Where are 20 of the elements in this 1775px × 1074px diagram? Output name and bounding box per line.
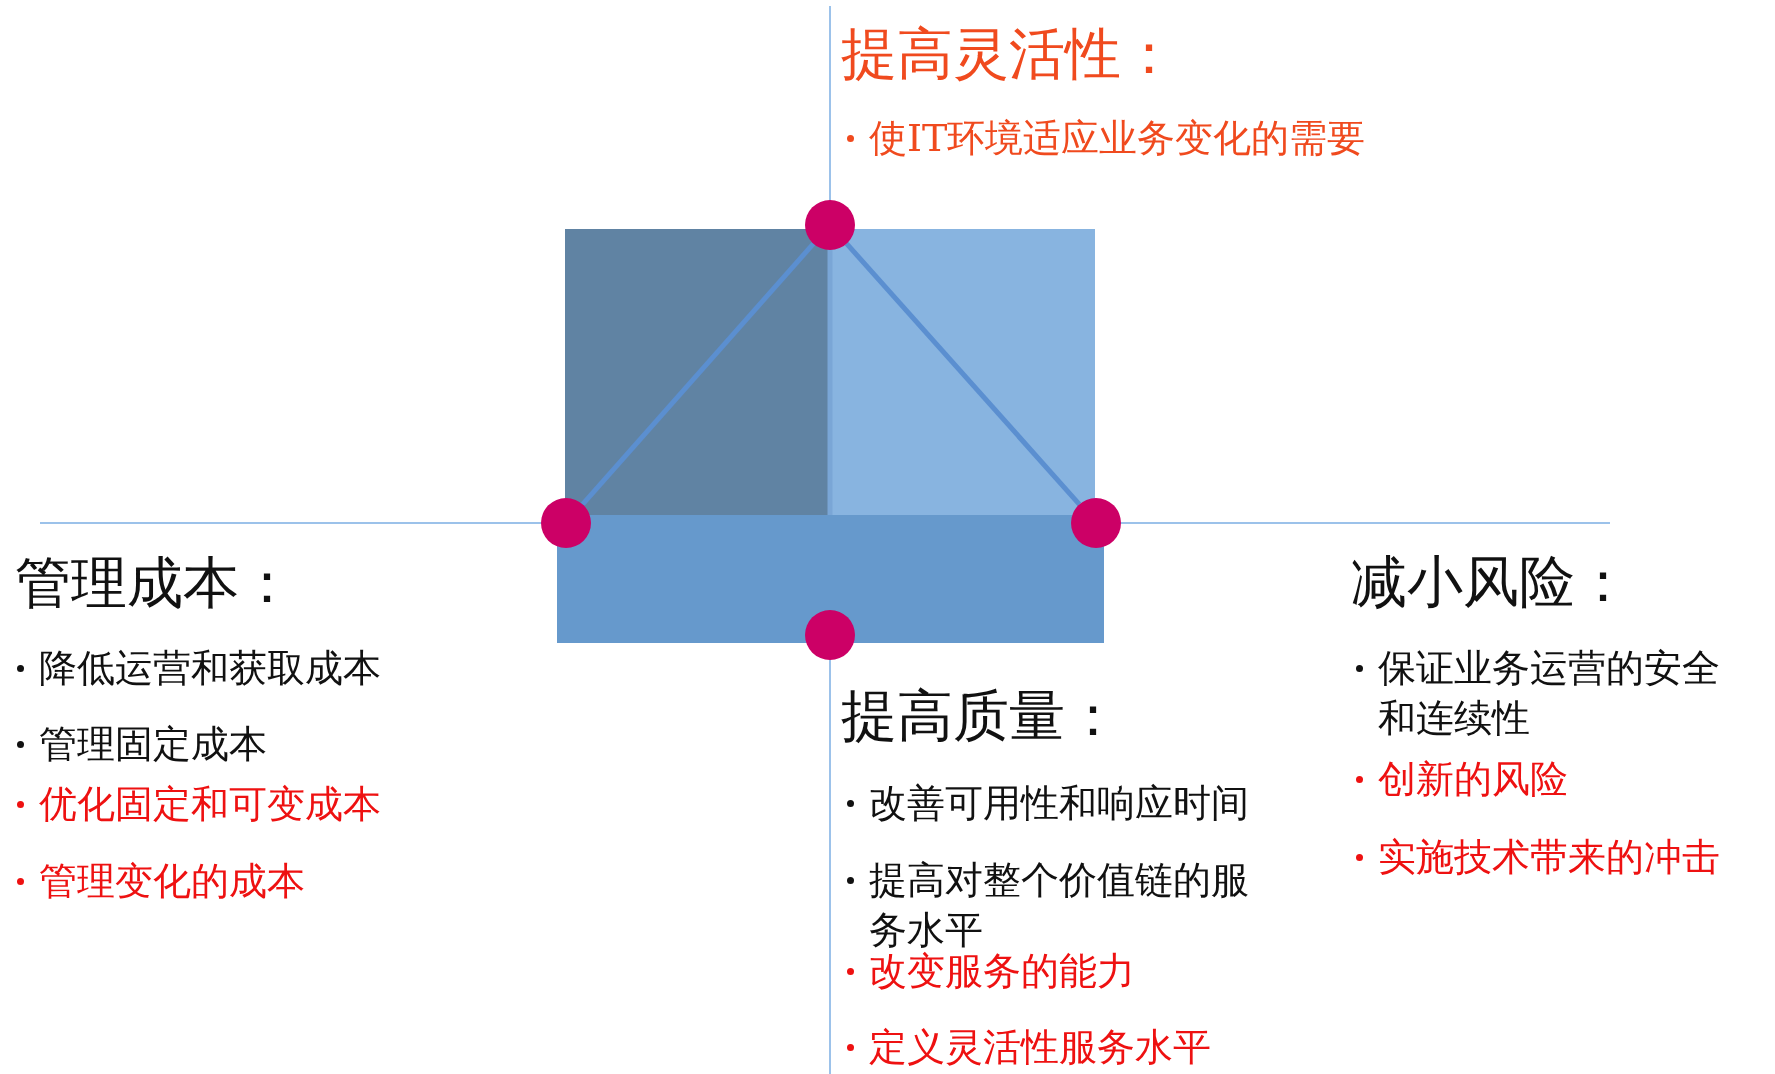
list-item: 降低运营和获取成本 xyxy=(15,643,515,693)
heading: 提高质量： xyxy=(841,684,1122,748)
dot-marker xyxy=(1071,498,1121,548)
connector-line xyxy=(580,242,816,506)
connector-line xyxy=(844,242,1082,506)
heading: 减小风险： xyxy=(1351,550,1632,614)
list-item: 管理变化的成本 xyxy=(15,856,515,906)
list-item: 优化固定和可变成本 xyxy=(15,779,515,829)
heading: 提高灵活性： xyxy=(841,22,1178,86)
list-item: 实施技术带来的冲击 xyxy=(1354,832,1774,882)
list-item: 管理固定成本 xyxy=(15,719,515,769)
dot-marker xyxy=(541,498,591,548)
list-item: 使IT环境适应业务变化的需要 xyxy=(845,113,1545,163)
dot-marker xyxy=(805,200,855,250)
list-item: 定义灵活性服务水平 xyxy=(845,1022,1345,1072)
heading: 管理成本： xyxy=(15,551,296,615)
list-item: 创新的风险 xyxy=(1354,754,1754,804)
list-item: 改善可用性和响应时间 xyxy=(845,778,1345,828)
list-item: 保证业务运营的安全和连续性 xyxy=(1354,643,1726,743)
dot-marker xyxy=(805,610,855,660)
